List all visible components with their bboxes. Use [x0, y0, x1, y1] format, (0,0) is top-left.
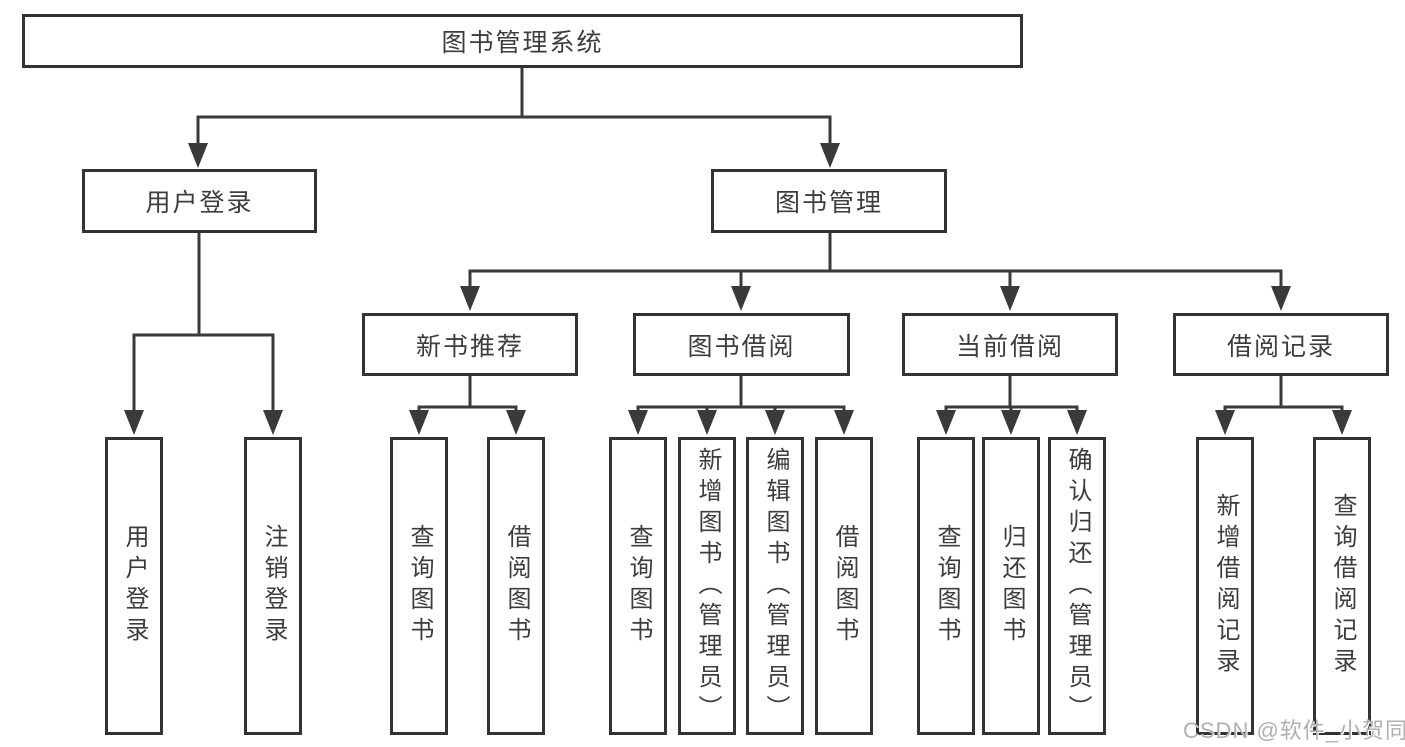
node-borrow-records: 借阅记录 [1173, 313, 1389, 376]
arrowheads [124, 143, 1352, 435]
leaf-add-borrow-record: 新增借阅记录 [1196, 437, 1254, 735]
leaf-borrow-book-recommend: 借阅图书 [487, 437, 545, 735]
node-current-borrow-label: 当前借阅 [955, 332, 1064, 361]
connector-borrow-rail [636, 405, 846, 412]
node-book-management-label: 图书管理 [774, 189, 883, 217]
connector-records-rail [1223, 405, 1344, 412]
leaf-confirm-return-admin: 确认归还（管理员） [1048, 437, 1106, 735]
node-current-borrow: 当前借阅 [902, 313, 1118, 376]
node-user-login-label: 用户登录 [145, 189, 254, 217]
leaf-user-login: 用户登录 [105, 437, 163, 735]
leaf-logout: 注销登录 [244, 437, 302, 735]
leaf-add-book-admin: 新增图书（管理员） [678, 437, 736, 735]
node-borrow-records-label: 借阅记录 [1226, 332, 1335, 361]
node-user-login: 用户登录 [82, 169, 317, 233]
node-book-borrow-label: 图书借阅 [687, 332, 796, 361]
node-root-label: 图书管理系统 [441, 29, 604, 57]
node-new-book-recommend: 新书推荐 [362, 313, 578, 376]
leaf-borrow-book: 借阅图书 [815, 437, 873, 735]
leaf-return-book: 归还图书 [982, 437, 1040, 735]
node-root: 图书管理系统 [22, 14, 1023, 68]
connector-level2-rail [196, 115, 832, 145]
node-book-management: 图书管理 [711, 169, 947, 233]
node-book-borrow: 图书借阅 [633, 313, 850, 376]
connector-recommend-rail [417, 405, 518, 412]
node-new-book-recommend-label: 新书推荐 [415, 332, 524, 361]
leaf-edit-book-admin: 编辑图书（管理员） [746, 437, 804, 735]
leaf-query-borrow-record: 查询借阅记录 [1313, 437, 1371, 735]
leaf-query-book-current: 查询图书 [917, 437, 975, 735]
leaf-query-book-borrow: 查询图书 [609, 437, 667, 735]
leaf-query-book-recommend: 查询图书 [390, 437, 448, 735]
connector-login-rail [132, 333, 275, 412]
watermark: CSDN @软件_小贺同学 [1183, 718, 1405, 743]
connector-level3-rail [468, 269, 1283, 288]
